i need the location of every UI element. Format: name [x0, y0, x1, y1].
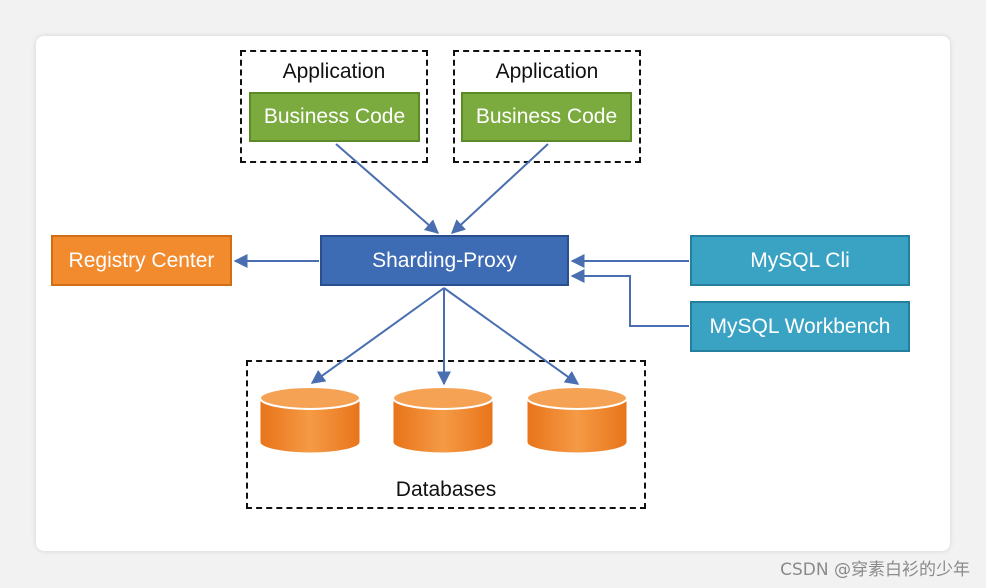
- watermark: CSDN @穿素白衫的少年: [780, 560, 970, 580]
- application-group-2: Application: [453, 50, 641, 163]
- arrow-proxy-to-db-1: [310, 287, 445, 384]
- sharding-proxy-box: Sharding-Proxy: [320, 235, 569, 286]
- application-label-1: Application: [282, 60, 386, 83]
- application-label-2: Application: [495, 60, 599, 83]
- business-code-box-2: Business Code: [461, 92, 632, 142]
- databases-group: Databases: [246, 360, 646, 509]
- arrow-app2-to-proxy: [450, 143, 549, 234]
- databases-label: Databases: [395, 478, 497, 501]
- application-group-1: Application: [240, 50, 428, 163]
- arrow-workbench-to-proxy: [570, 269, 689, 327]
- business-code-box-1: Business Code: [249, 92, 420, 142]
- database-cylinder-2: [392, 386, 494, 454]
- mysql-workbench-box: MySQL Workbench: [690, 301, 910, 352]
- registry-center-box: Registry Center: [51, 235, 232, 286]
- mysql-cli-box: MySQL Cli: [690, 235, 910, 286]
- arrow-proxy-to-db-3: [443, 287, 580, 385]
- arrow-app1-to-proxy: [335, 143, 440, 234]
- database-cylinder-3: [526, 386, 628, 454]
- database-cylinder-1: [259, 386, 361, 454]
